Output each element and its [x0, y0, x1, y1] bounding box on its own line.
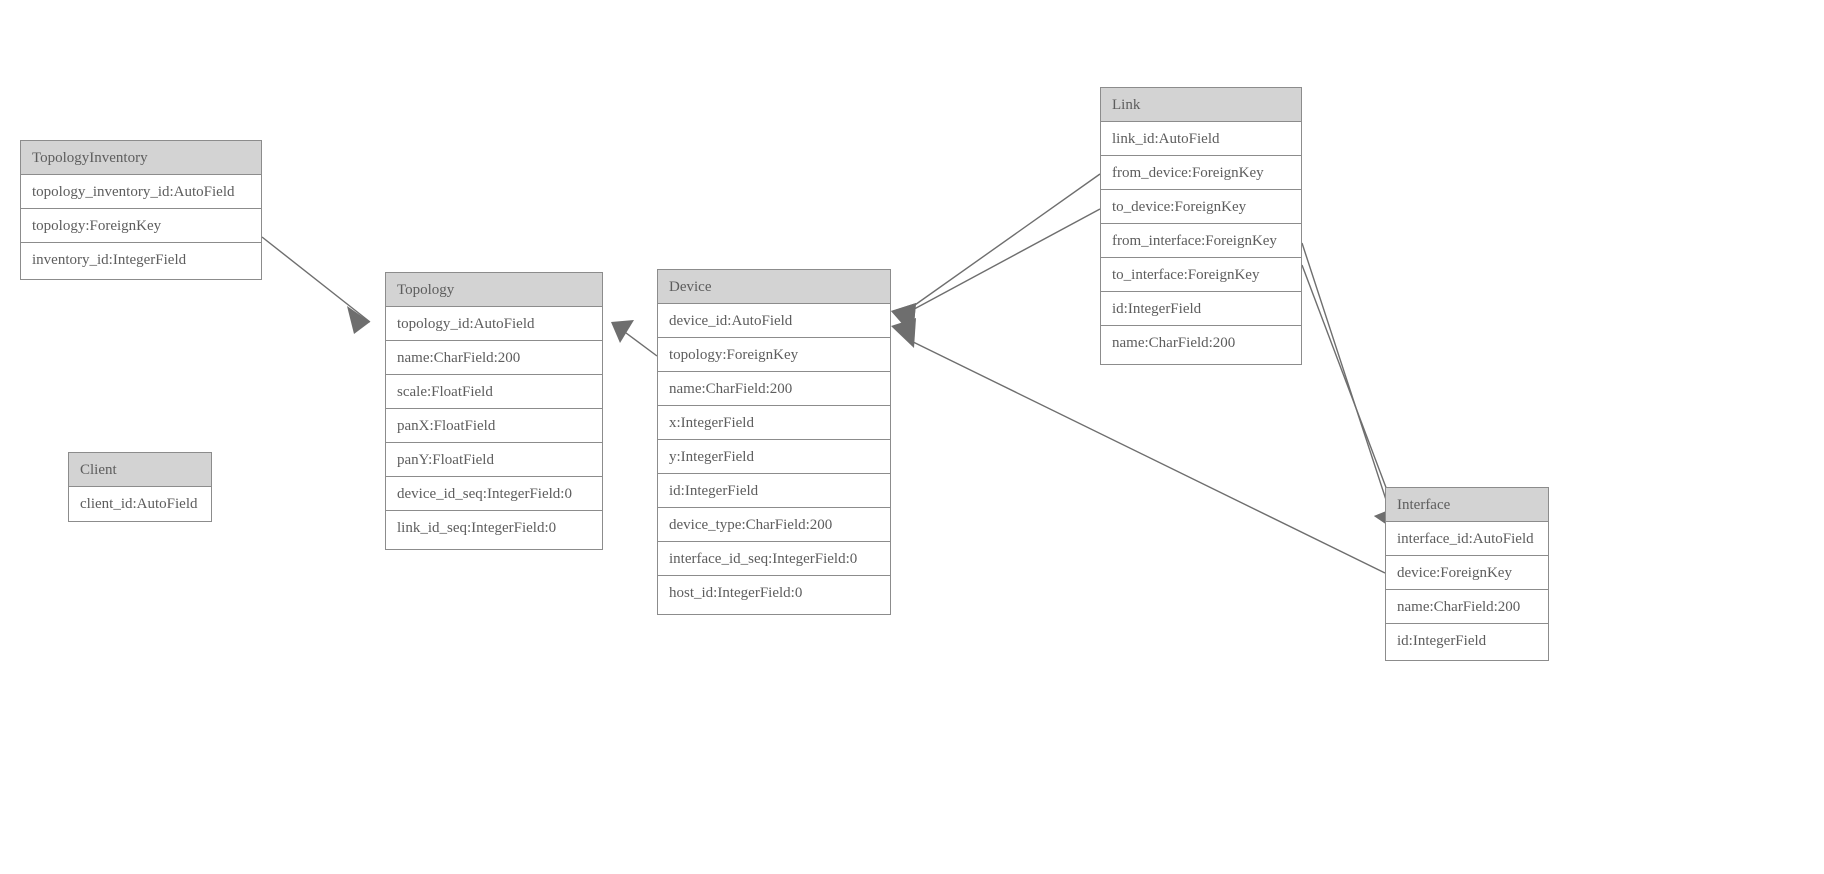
relationship-line — [1301, 242, 1391, 513]
entity-field: link_id:AutoField — [1101, 122, 1301, 156]
entity-field: host_id:IntegerField:0 — [669, 585, 803, 601]
relationship-device-topology — [611, 320, 658, 357]
arrowhead-icon — [891, 318, 916, 348]
entity-field-list-client: client_id:AutoField — [69, 487, 211, 521]
entity-field: name:CharField:200 — [1112, 335, 1236, 351]
entity-field: y:IntegerField — [658, 440, 890, 474]
arrowhead-icon — [891, 303, 916, 336]
entity-field: name:CharField:200 — [386, 341, 602, 375]
entity-field: scale:FloatField — [386, 375, 602, 409]
entity-field: client_id:AutoField — [80, 496, 198, 512]
arrowhead-icon — [891, 303, 916, 336]
entity-field: inventory_id:IntegerField — [32, 252, 187, 268]
entity-field: to_interface:ForeignKey — [1101, 258, 1301, 292]
entity-title-interface: Interface — [1386, 488, 1548, 522]
entity-field: device_id_seq:IntegerField:0 — [386, 477, 602, 511]
entity-field: x:IntegerField — [658, 406, 890, 440]
entity-field: name:CharField:200 — [658, 372, 890, 406]
entity-field: device_id:AutoField — [658, 304, 890, 338]
entity-title-topology: Topology — [386, 273, 602, 307]
arrowhead-icon — [347, 306, 370, 334]
entity-title-topology_inventory: TopologyInventory — [21, 141, 261, 175]
entity-client[interactable]: Client client_id:AutoField — [68, 452, 212, 522]
entity-field: topology_id:AutoField — [386, 307, 602, 341]
relationship-line — [1301, 264, 1397, 515]
relationship-line — [904, 173, 1101, 313]
entity-field: id:IntegerField — [658, 474, 890, 508]
entity-title-client: Client — [69, 453, 211, 487]
entity-field: topology:ForeignKey — [658, 338, 890, 372]
entity-field: from_interface:ForeignKey — [1101, 224, 1301, 258]
entity-field: panX:FloatField — [386, 409, 602, 443]
entity-field: topology_inventory_id:AutoField — [21, 175, 261, 209]
relationship-link-to-device — [891, 208, 1101, 336]
arrowhead-icon — [611, 320, 634, 343]
entity-field: from_device:ForeignKey — [1101, 156, 1301, 190]
relationship-link-from-device — [891, 173, 1101, 336]
entity-field: id:IntegerField — [1397, 633, 1487, 649]
entity-field: to_device:ForeignKey — [1101, 190, 1301, 224]
entity-field: id:IntegerField — [1101, 292, 1301, 326]
relationship-topologyinventory-topology — [261, 236, 371, 334]
entity-title-device: Device — [658, 270, 890, 304]
entity-field: interface_id_seq:IntegerField:0 — [658, 542, 890, 576]
relationship-line — [617, 326, 658, 357]
entity-field: interface_id:AutoField — [1386, 522, 1548, 556]
entity-field: device:ForeignKey — [1386, 556, 1548, 590]
entity-field: link_id_seq:IntegerField:0 — [397, 520, 557, 536]
entity-field: name:CharField:200 — [1386, 590, 1548, 624]
entity-field: device_type:CharField:200 — [658, 508, 890, 542]
relationship-line — [904, 208, 1101, 315]
entity-title-link: Link — [1101, 88, 1301, 122]
entity-field: panY:FloatField — [386, 443, 602, 477]
relationship-line — [904, 337, 1386, 574]
entity-field: topology:ForeignKey — [21, 209, 261, 243]
relationship-line — [261, 236, 371, 323]
